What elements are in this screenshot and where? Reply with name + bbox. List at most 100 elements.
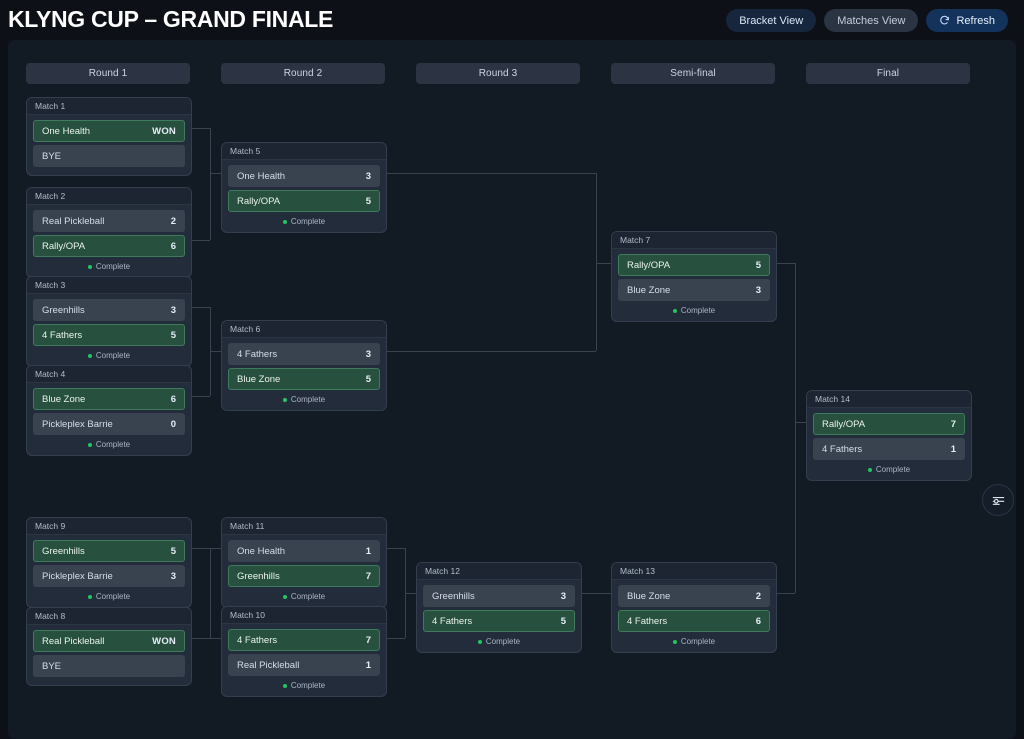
status-dot-icon: [477, 639, 482, 644]
match-title: Match 3: [27, 277, 191, 294]
refresh-icon: [939, 15, 950, 26]
team-score: 7: [365, 634, 371, 646]
connector: [795, 422, 796, 593]
team-score: 1: [365, 545, 371, 557]
matches-view-button[interactable]: Matches View: [824, 9, 919, 32]
team-score: 5: [755, 259, 761, 271]
connector: [596, 263, 611, 264]
top-bar: KLYNG CUP – GRAND FINALE Bracket View Ma…: [0, 0, 1024, 40]
connector: [210, 638, 223, 639]
team-row[interactable]: Real Pickleball 2: [33, 210, 185, 232]
match-title: Match 1: [27, 98, 191, 115]
match-status-label: Complete: [290, 395, 326, 404]
match-title: Match 8: [27, 608, 191, 625]
team-row[interactable]: BYE: [33, 145, 185, 167]
refresh-button[interactable]: Refresh: [926, 9, 1008, 32]
sliders-icon: [991, 493, 1006, 508]
team-name: Blue Zone: [237, 373, 281, 385]
round-header-5: Final: [806, 63, 970, 84]
connector: [192, 396, 210, 397]
match-status: Complete: [33, 438, 185, 451]
match-status-label: Complete: [95, 440, 131, 449]
match-status-label: Complete: [95, 262, 131, 271]
team-row[interactable]: 4 Fathers 7: [228, 629, 380, 651]
team-score: 5: [170, 329, 176, 341]
round-header-3: Round 3: [416, 63, 580, 84]
match-title: Match 6: [222, 321, 386, 338]
team-score: 5: [170, 545, 176, 557]
match-status-label: Complete: [95, 351, 131, 360]
team-name: Rally/OPA: [237, 195, 281, 207]
team-name: Real Pickleball: [42, 215, 105, 227]
bracket-view-button[interactable]: Bracket View: [726, 9, 817, 32]
match-title: Match 12: [417, 563, 581, 580]
team-name: 4 Fathers: [627, 615, 668, 627]
team-score: 3: [365, 348, 371, 360]
filter-settings-button[interactable]: [982, 484, 1014, 516]
team-name: Blue Zone: [42, 393, 86, 405]
connector: [387, 548, 405, 549]
team-name: One Health: [237, 545, 286, 557]
page-title: KLYNG CUP – GRAND FINALE: [8, 6, 334, 32]
match-status: Complete: [618, 304, 770, 317]
team-row[interactable]: One Health 1: [228, 540, 380, 562]
status-dot-icon: [672, 639, 677, 644]
match-title: Match 9: [27, 518, 191, 535]
team-score: 6: [170, 240, 176, 252]
match-status: Complete: [813, 463, 965, 476]
team-name: One Health: [237, 170, 286, 182]
team-name: BYE: [42, 660, 62, 672]
connector: [795, 422, 806, 423]
match-title: Match 5: [222, 143, 386, 160]
connector: [795, 263, 796, 422]
match-status-label: Complete: [680, 637, 716, 646]
team-score: 2: [170, 215, 176, 227]
team-name: 4 Fathers: [237, 634, 278, 646]
team-row[interactable]: BYE: [33, 655, 185, 677]
